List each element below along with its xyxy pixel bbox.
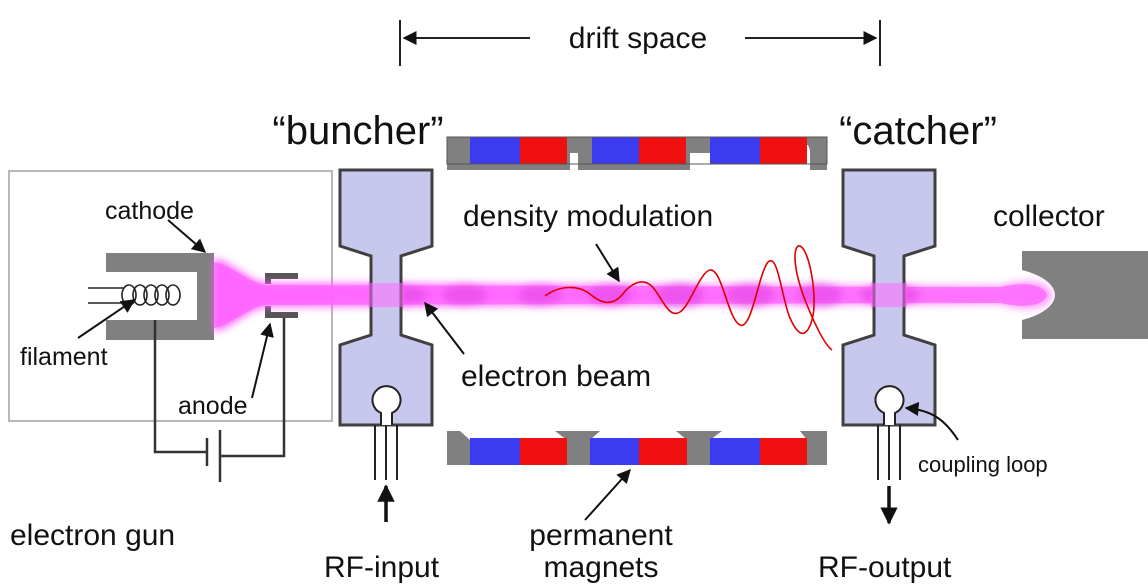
coupling-loop-label: coupling loop	[918, 452, 1048, 477]
buncher-label: “buncher”	[272, 109, 443, 153]
anode-label: anode	[178, 392, 248, 420]
density-modulation-wave	[544, 245, 833, 351]
anode-arrow	[251, 322, 274, 399]
permanent-magnets-label-line1: permanent	[529, 519, 673, 552]
rf-output-label: RF-output	[818, 551, 952, 584]
rf-input-label: RF-input	[324, 551, 440, 584]
electron-gun-label: electron gun	[10, 519, 175, 552]
drift-space-dimension: drift space	[399, 20, 881, 66]
drift-space-label: drift space	[569, 22, 707, 55]
battery-icon	[153, 318, 286, 482]
permanent-magnets-arrow	[584, 468, 631, 521]
electron-beam	[214, 258, 1052, 332]
electron-beam-arrow	[424, 301, 465, 355]
density-modulation-label: density modulation	[463, 200, 713, 233]
filament-label: filament	[20, 343, 108, 371]
density-modulation-arrow	[595, 243, 620, 283]
cathode-label: cathode	[105, 197, 194, 225]
loop-icon	[874, 385, 905, 480]
electron-beam-label: electron beam	[461, 360, 651, 393]
collector	[1022, 251, 1148, 339]
anode	[265, 273, 298, 318]
permanent-magnets-label-line2: magnets	[543, 551, 658, 584]
coupling-loop-arrow	[904, 401, 959, 441]
magnets-bottom	[447, 431, 827, 465]
magnets-top	[446, 136, 828, 170]
rf-input-coupling	[371, 385, 402, 480]
coil-icon	[88, 284, 181, 306]
catcher-label: “catcher”	[839, 109, 997, 153]
cathode-arrow	[167, 219, 207, 253]
collector-label: collector	[993, 200, 1105, 233]
filament-arrow	[77, 299, 136, 339]
